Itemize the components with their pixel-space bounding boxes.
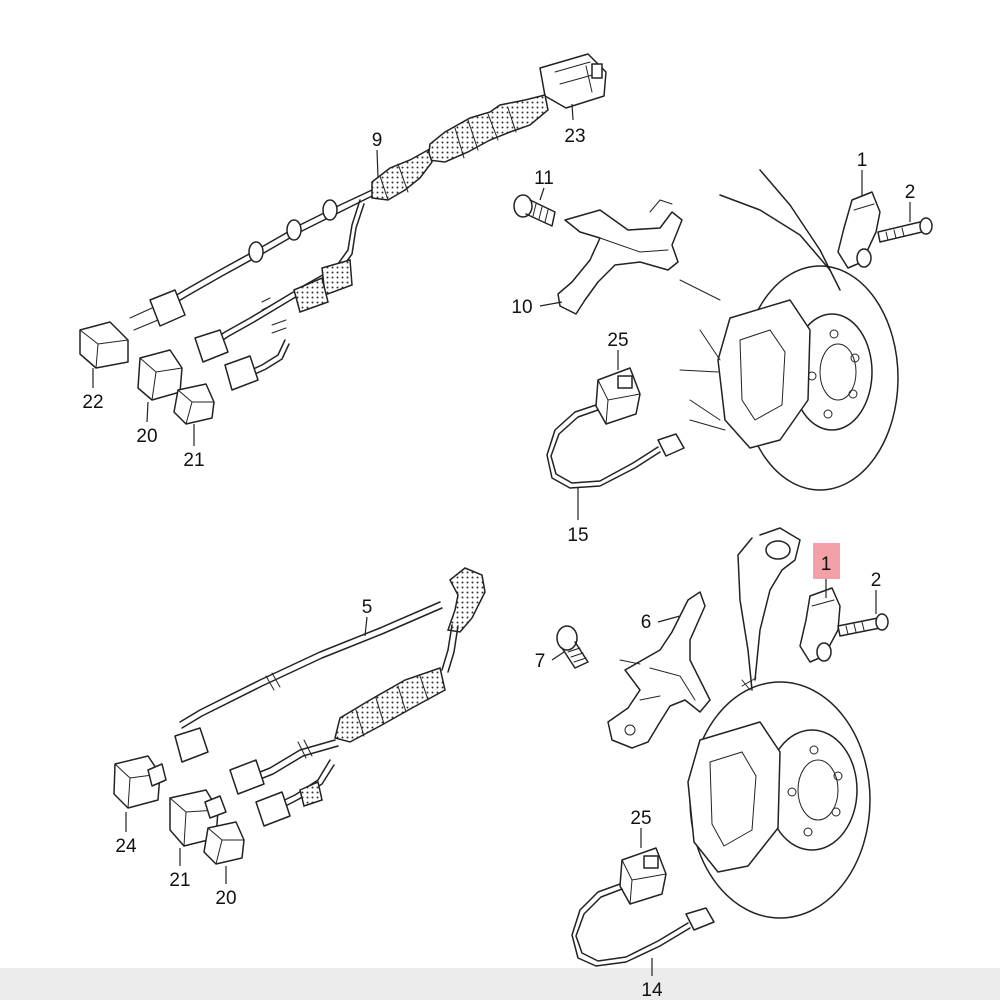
- callout-20-top: 20: [136, 426, 157, 447]
- wiring-harness-5: [113, 567, 486, 865]
- callout-24: 24: [115, 836, 137, 857]
- callout-1-bottom: 1: [821, 554, 832, 575]
- sensor-cable-15: [546, 367, 685, 489]
- callout-25-bottom: 25: [630, 808, 651, 829]
- callout-21-top: 21: [183, 450, 204, 471]
- connector-23: [539, 53, 607, 109]
- callout-20-bottom: 20: [215, 888, 236, 909]
- leader-lines: [92, 103, 911, 976]
- brake-assembly-bottom: [687, 527, 871, 919]
- bracket-10: [557, 199, 683, 315]
- callout-14: 14: [641, 980, 663, 1000]
- bolt-11: [513, 194, 556, 227]
- bolt-7: [556, 625, 589, 669]
- callout-10: 10: [511, 297, 532, 318]
- callout-2-bottom: 2: [871, 570, 882, 591]
- bolt-2-bottom: [837, 613, 889, 637]
- callout-2-top: 2: [905, 182, 916, 203]
- bracket-6: [607, 591, 711, 749]
- callout-1-top: 1: [857, 150, 868, 171]
- callout-11: 11: [534, 168, 554, 189]
- callout-15: 15: [567, 525, 588, 546]
- wheel-speed-sensor-1-top: [837, 191, 881, 269]
- callout-25-top: 25: [607, 330, 628, 351]
- wiring-harness-9: [79, 53, 607, 425]
- callout-21-bottom: 21: [169, 870, 190, 891]
- callout-22: 22: [82, 392, 103, 413]
- callout-7: 7: [535, 651, 546, 672]
- callout-6: 6: [641, 612, 652, 633]
- brake-assembly-top: [679, 169, 899, 491]
- bolt-2-top: [877, 217, 933, 243]
- callout-23: 23: [564, 126, 585, 147]
- callout-labels: 1 2 11 10 9 23 22 20 21 25 15 5 6 7 1 2 …: [82, 126, 915, 1000]
- sensor-cable-14: [571, 847, 715, 967]
- callout-9: 9: [372, 130, 383, 151]
- wheel-speed-sensor-1-bottom: [799, 587, 841, 663]
- bottom-strip: [0, 968, 1000, 1000]
- highlight-box: [813, 543, 840, 579]
- callout-5: 5: [362, 597, 373, 618]
